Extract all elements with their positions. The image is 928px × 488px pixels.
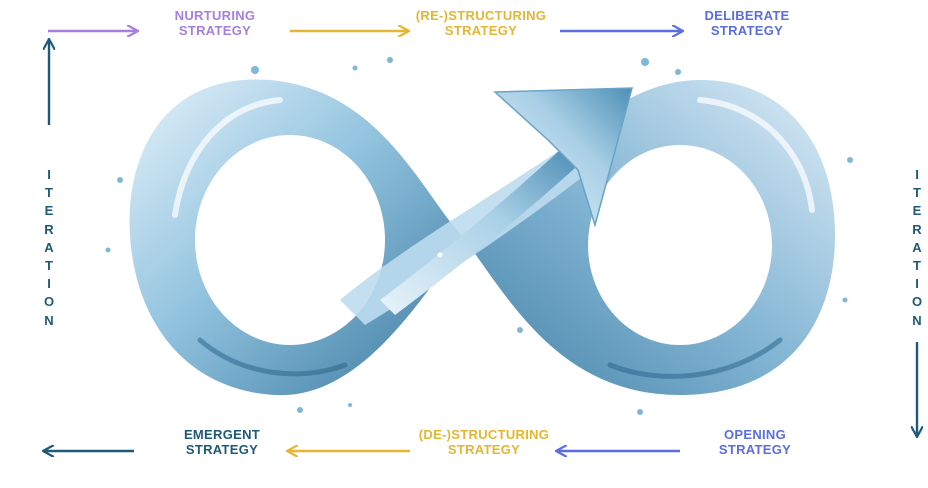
label-emergent-strategy: EMERGENT STRATEGY [176,427,268,457]
label-nurturing-line1: NURTURING [174,8,256,23]
iteration-letter: E [44,203,54,219]
label-deliberate-line2: STRATEGY [710,23,784,38]
iteration-letter: R [44,221,54,237]
label-deliberate-strategy: DELIBERATE STRATEGY [695,8,799,38]
water-infinity-icon [105,57,853,415]
iteration-letter: I [47,276,51,292]
iteration-letter: N [912,312,922,328]
label-destructuring-line1: (DE-)STRUCTURING [418,427,550,442]
iteration-letter: T [45,257,53,273]
label-nurturing-strategy: NURTURING STRATEGY [170,8,260,38]
iteration-letter: N [44,312,54,328]
label-destructuring-line2: STRATEGY [447,442,521,457]
label-nurturing-line2: STRATEGY [178,23,252,38]
label-opening-line2: STRATEGY [718,442,792,457]
iteration-letter: T [913,257,921,273]
label-restructuring-line2: STRATEGY [444,23,518,38]
iteration-letter: O [43,294,55,310]
iteration-letter: I [915,276,919,292]
label-opening-strategy: OPENING STRATEGY [705,427,805,457]
label-restructuring-line1: (RE-)STRUCTURING [415,8,547,23]
iteration-letter: I [915,167,919,182]
label-opening-line1: OPENING [723,427,787,442]
label-emergent-line1: EMERGENT [183,427,261,442]
iteration-letter: O [911,294,923,310]
label-deliberate-line1: DELIBERATE [704,8,790,23]
iteration-letter: I [47,167,51,182]
iteration-letter: T [913,185,921,201]
label-restructuring-strategy: (RE-)STRUCTURING STRATEGY [408,8,554,38]
iteration-letter: E [912,203,922,219]
iteration-letter: T [45,185,53,201]
label-emergent-line2: STRATEGY [185,442,259,457]
iteration-letter: A [912,239,922,255]
label-destructuring-strategy: (DE-)STRUCTURING STRATEGY [411,427,557,457]
iteration-letter: R [912,221,922,237]
iteration-letter: A [44,239,54,255]
